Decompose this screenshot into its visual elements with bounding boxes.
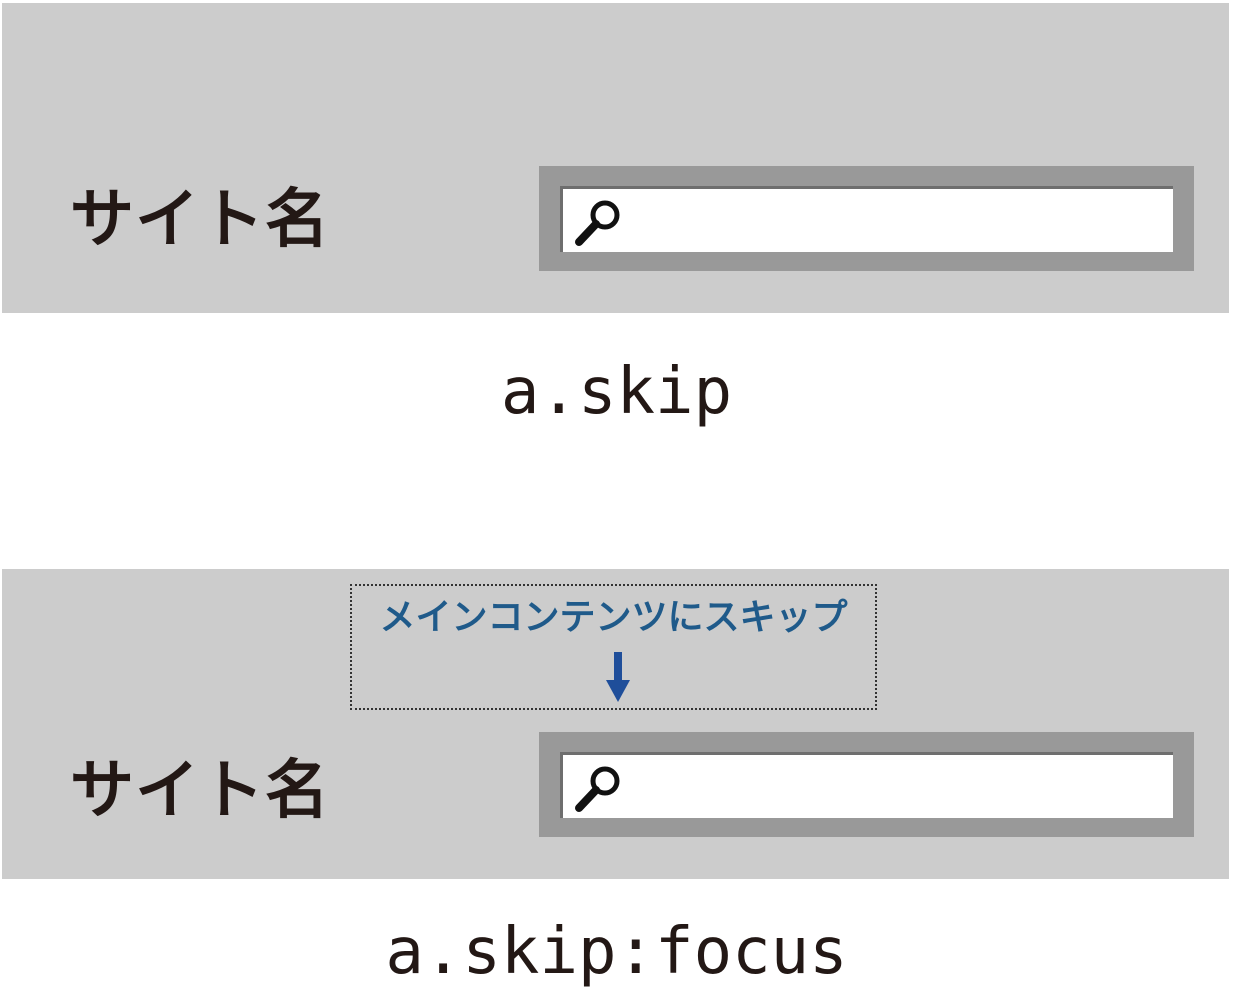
search-input[interactable] [560, 186, 1173, 252]
search-icon [575, 200, 620, 246]
search-box-frame [539, 732, 1194, 837]
caption-focus: a.skip:focus [385, 915, 848, 989]
site-header-focus: メインコンテンツにスキップ サイト名 [2, 569, 1229, 879]
site-name[interactable]: サイト名 [70, 183, 330, 257]
search-icon [575, 766, 620, 812]
caption-normal: a.skip [500, 355, 733, 429]
site-header-normal: サイト名 [2, 3, 1229, 313]
arrow-down-icon [606, 652, 630, 702]
search-input[interactable] [560, 752, 1173, 818]
skip-link[interactable]: メインコンテンツにスキップ [350, 584, 877, 710]
skip-link-label: メインコンテンツにスキップ [379, 597, 848, 638]
site-name[interactable]: サイト名 [70, 754, 330, 828]
search-box-frame [539, 166, 1194, 271]
